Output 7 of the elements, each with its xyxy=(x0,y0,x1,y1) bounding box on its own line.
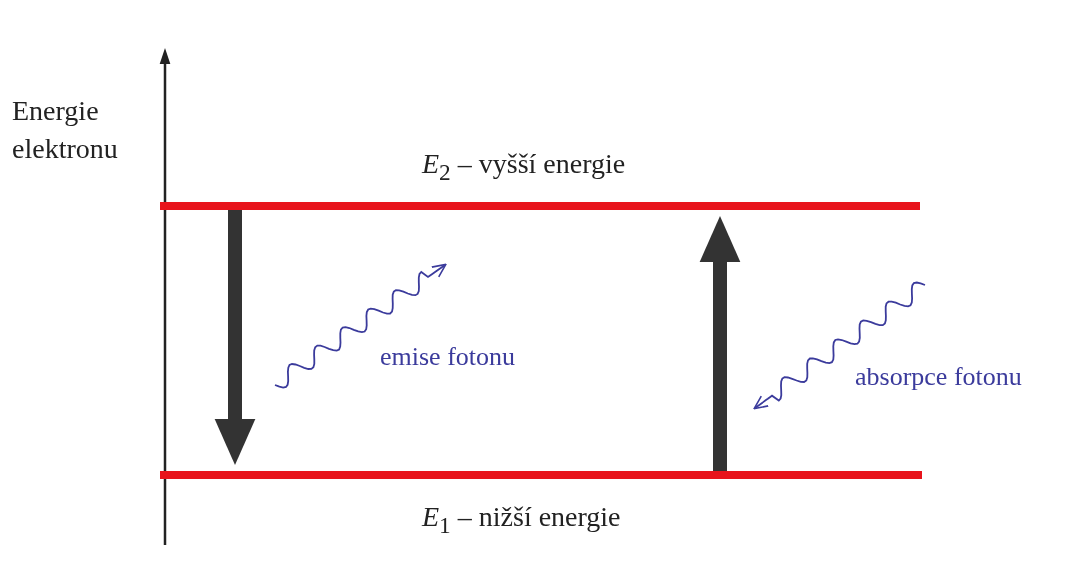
transition-arrow xyxy=(214,210,256,465)
transition-arrow xyxy=(699,216,741,471)
energy-level-label: E$_{2}$ – vyšší energie xyxy=(422,148,626,186)
photon-label: emise fotonu xyxy=(380,342,516,372)
photon-label: absorpce fotonu xyxy=(855,362,1022,392)
axis-label: Energie elektronu xyxy=(12,94,119,166)
energy-level-label: E$_{1}$ – nižší energie xyxy=(422,501,621,539)
